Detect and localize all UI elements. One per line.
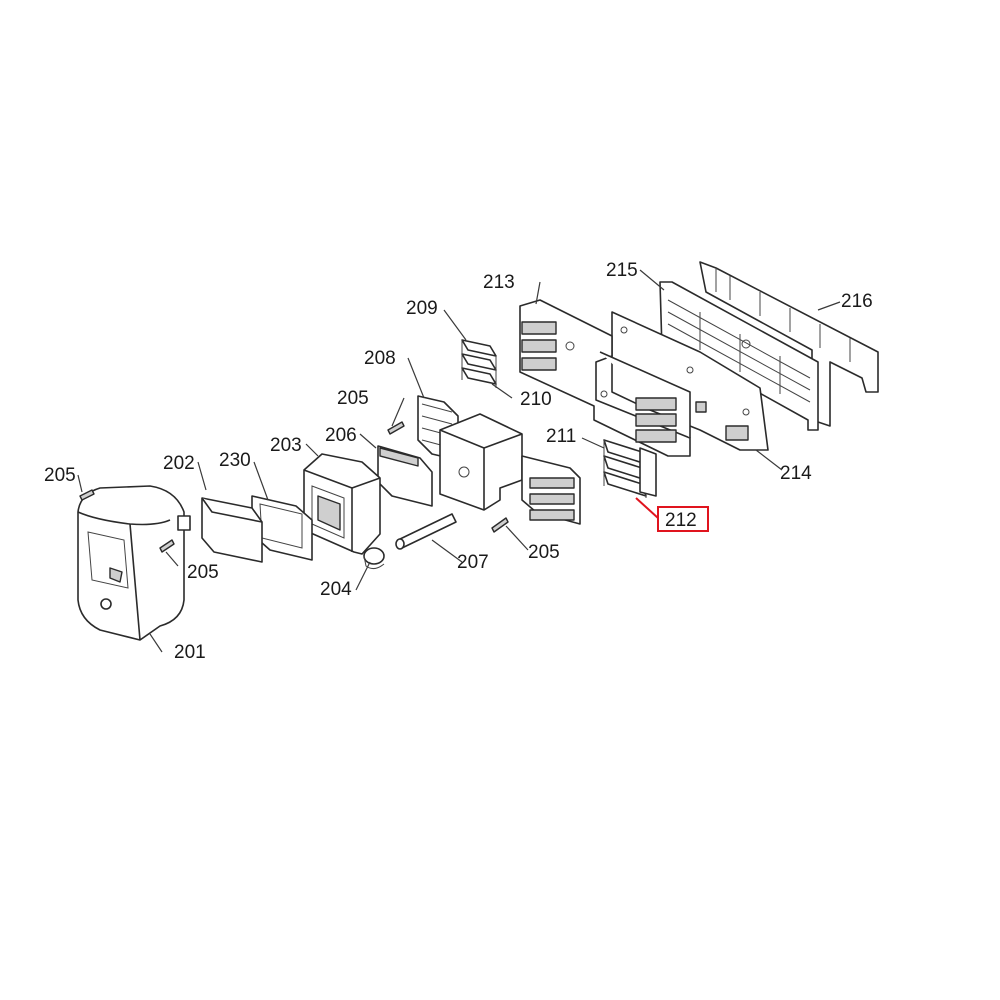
callout-230: 230 [219, 450, 251, 471]
part-207-shaft[interactable] [395, 513, 457, 550]
callout-215: 215 [606, 260, 638, 281]
callout-211: 211 [546, 426, 576, 447]
callout-206: 206 [325, 425, 357, 446]
part-212-key-frame[interactable] [639, 447, 657, 497]
part-208-body[interactable] [439, 413, 581, 525]
callout-213: 213 [483, 272, 515, 293]
callout-214: 214 [780, 463, 812, 484]
part-209-key-set[interactable] [461, 339, 497, 388]
callout-204: 204 [320, 579, 352, 600]
callout-209: 209 [406, 298, 438, 319]
screw-205-d[interactable] [491, 517, 509, 533]
part-214-circuit-board[interactable] [611, 311, 769, 451]
part-216-rail[interactable] [699, 261, 879, 427]
part-203-housing[interactable] [303, 453, 381, 555]
callout-205-left: 205 [44, 465, 76, 486]
callout-212: 212 [665, 510, 697, 531]
leader-lines [77, 269, 841, 653]
callout-205-right: 205 [528, 542, 560, 563]
part-206-button[interactable] [377, 445, 433, 507]
callout-210: 210 [520, 389, 552, 410]
leader-212-highlight [635, 497, 659, 519]
callout-207: 207 [457, 552, 489, 573]
callout-208: 208 [364, 348, 396, 369]
screw-205-a[interactable] [79, 489, 95, 501]
screw-205-c[interactable] [387, 421, 405, 435]
callout-216: 216 [841, 291, 873, 312]
callout-202: 202 [163, 453, 195, 474]
callout-205-mid: 205 [187, 562, 219, 583]
part-204-knob[interactable] [363, 547, 385, 570]
callout-203: 203 [270, 435, 302, 456]
screw-205-b[interactable] [159, 515, 191, 553]
part-201-main-housing[interactable] [77, 485, 185, 641]
callout-205-upper: 205 [337, 388, 369, 409]
part-213-switch-block[interactable] [519, 299, 691, 457]
part-202-cover[interactable] [201, 497, 263, 563]
callout-212-highlight[interactable]: 212 [657, 506, 709, 532]
callout-201: 201 [174, 642, 206, 663]
